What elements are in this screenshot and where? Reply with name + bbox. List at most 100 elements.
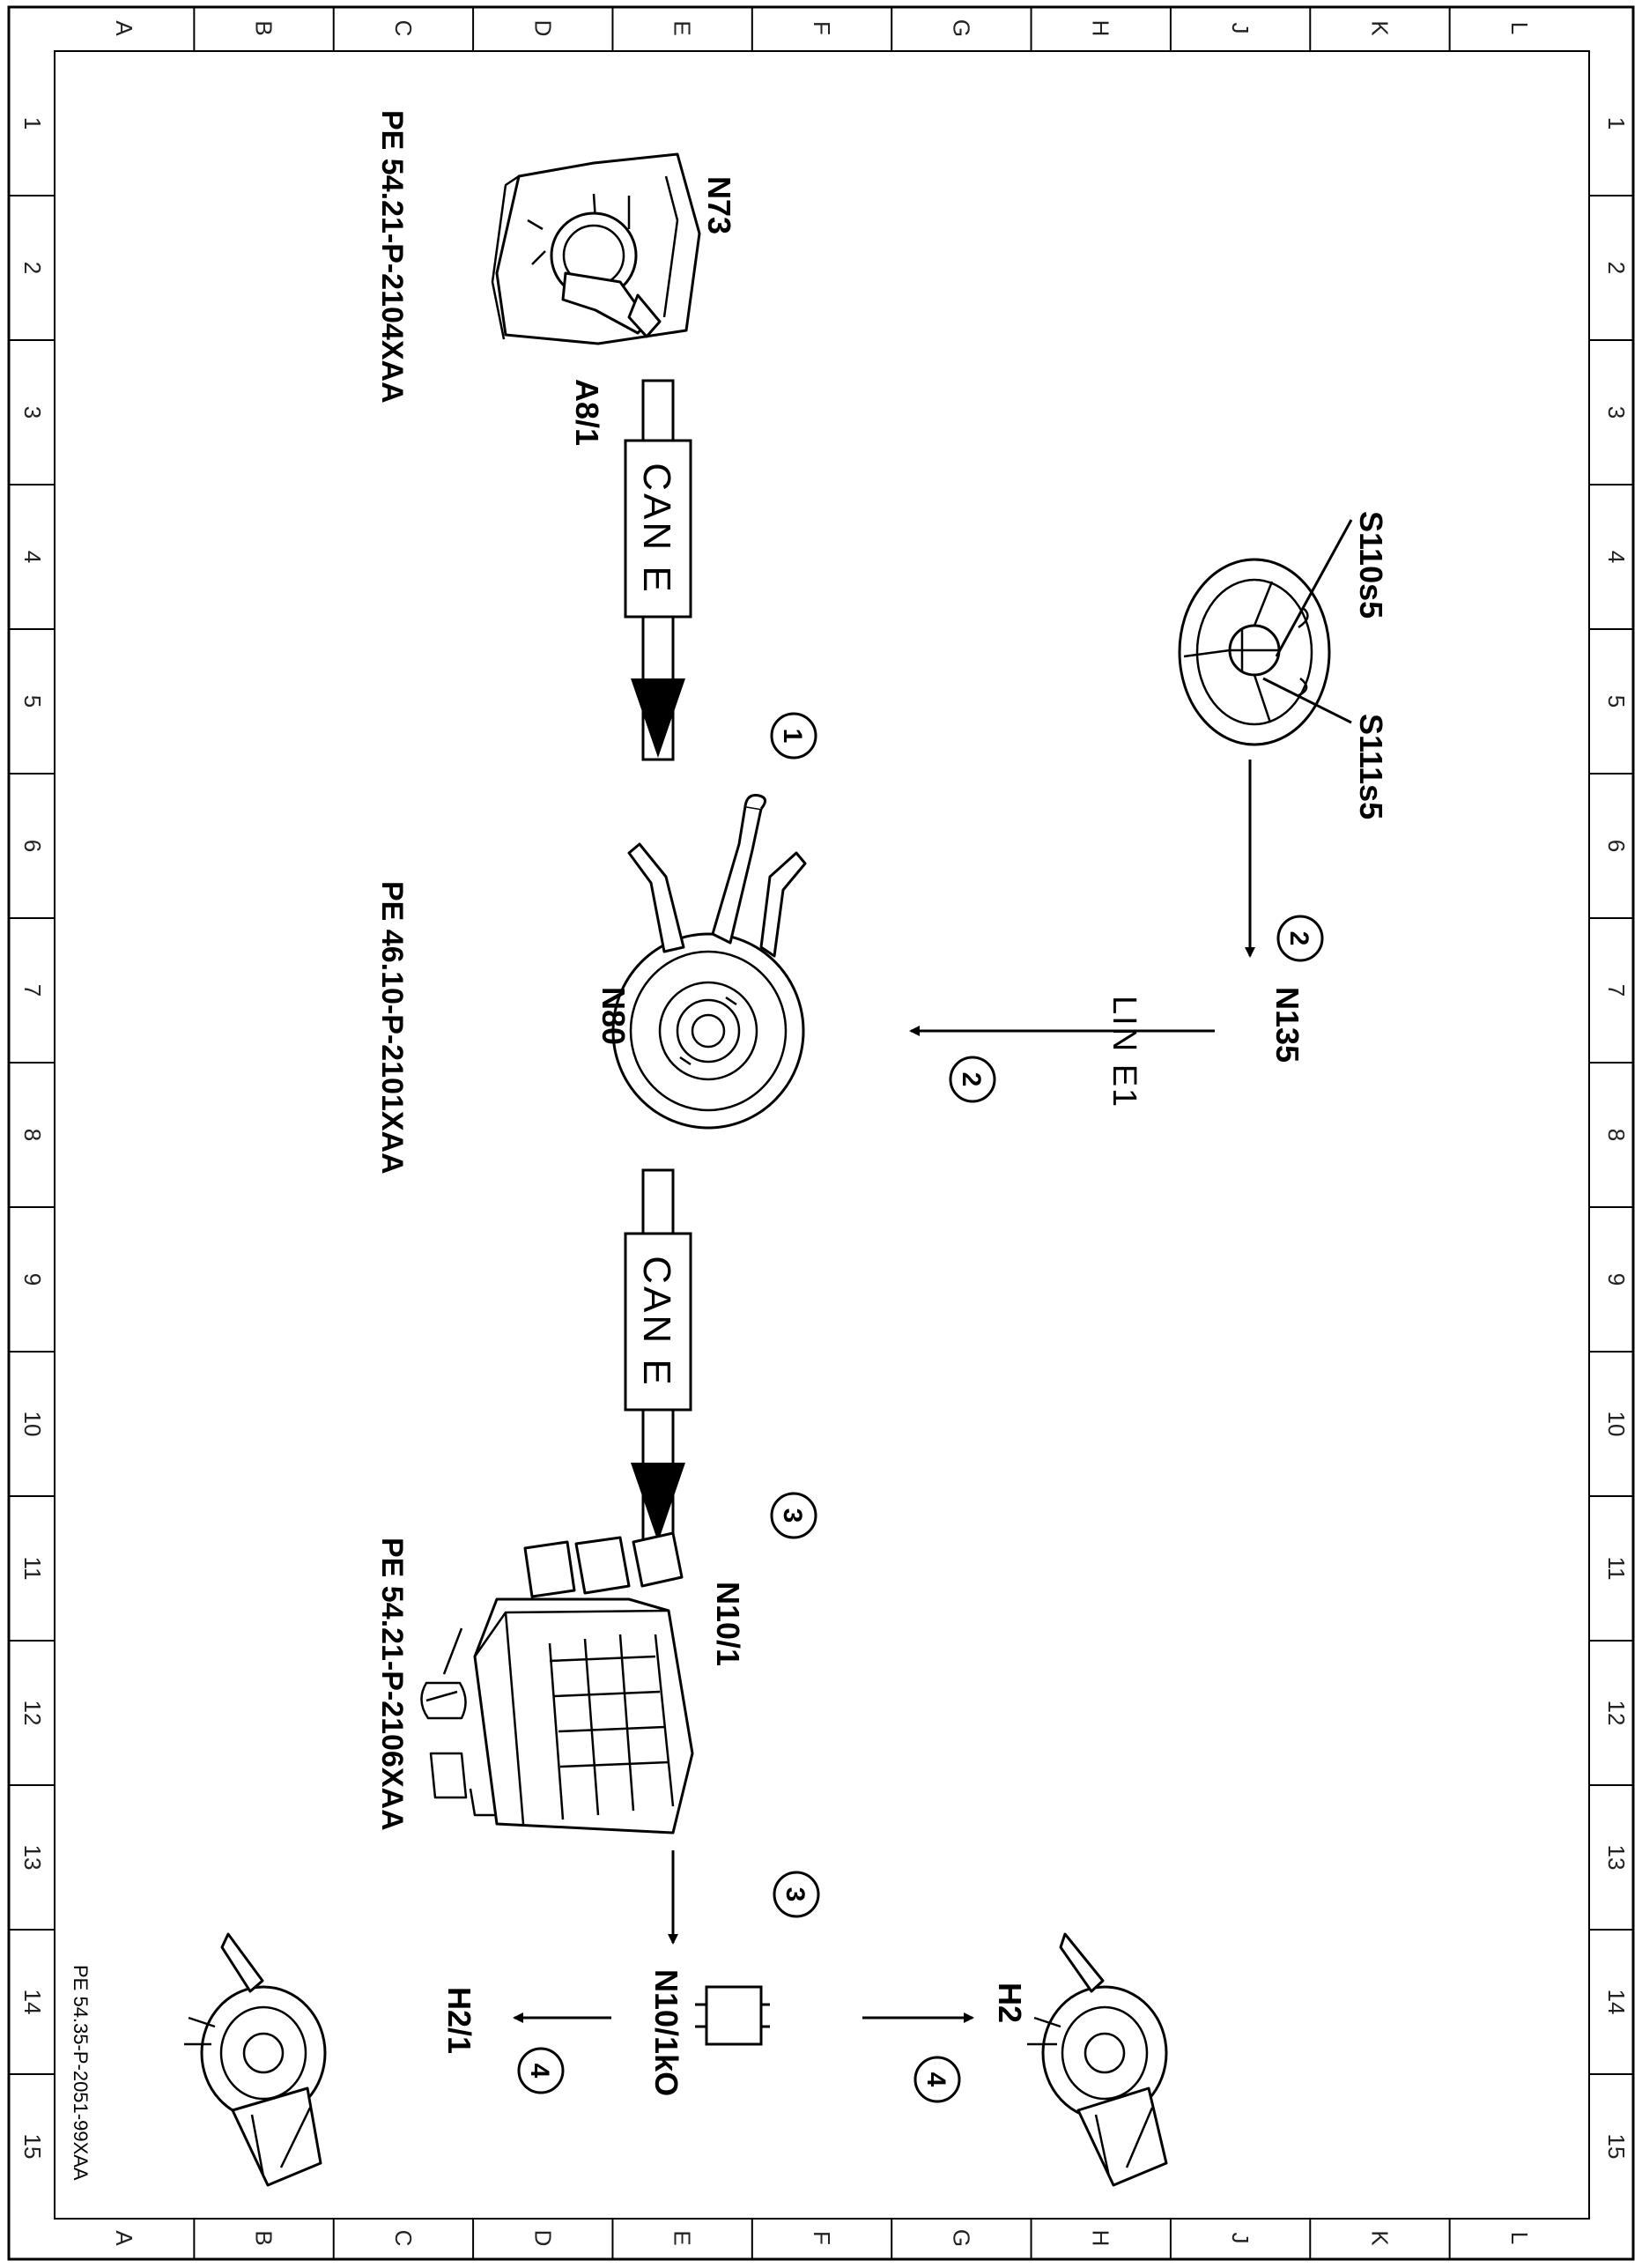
grid-row-label: 13: [19, 1845, 46, 1871]
s111s5-label: S111s5: [1353, 714, 1389, 819]
grid-column-label: H: [1088, 2230, 1114, 2247]
can-e-tag-top: [624, 439, 692, 619]
grid-row-label: 5: [19, 695, 46, 708]
grid-row-label: 3: [19, 406, 46, 419]
n10-1-label: N10/1: [710, 1582, 746, 1666]
grid-column-label: B: [251, 20, 277, 35]
step-3-badge-top: [770, 1492, 817, 1539]
n10-1-reference: PE 54.21-P-2106XAA: [375, 1538, 409, 1831]
grid-lines: [9, 7, 1633, 2259]
grid-column-label: E: [669, 2230, 696, 2245]
step-4-badge-h2: [913, 2056, 961, 2103]
can-e-label-bottom: CAN E: [635, 1256, 678, 1387]
grid-row-label: 4: [19, 551, 46, 563]
grid-row-label: 15: [1603, 2134, 1630, 2160]
inner-frame: [54, 50, 1590, 2220]
n10-1ko-label: N10/1kO: [648, 1969, 684, 2096]
grid-row-label: 12: [1603, 1701, 1630, 1726]
step-2-badge-bottom: [949, 1056, 996, 1103]
grid-row-label: 9: [1603, 1273, 1630, 1286]
grid-row-label: 1: [1603, 117, 1630, 130]
n73-label: N73: [701, 176, 737, 234]
grid-row-label: 14: [19, 1990, 46, 2015]
grid-column-label: G: [948, 2229, 974, 2247]
can-e-arrow-top: [631, 678, 685, 758]
step-4-badge-h2-1: [517, 2047, 565, 2094]
step-2-number-bottom: 2: [957, 1072, 986, 1087]
step-4-number-h2-1: 4: [525, 2064, 554, 2079]
grid-row-label: 6: [1603, 840, 1630, 852]
n10-1ko-relay-pins: [695, 2003, 770, 2028]
grid-column-label: C: [390, 20, 417, 37]
grid-column-label: F: [809, 2231, 835, 2245]
grid-row-label: 11: [1603, 1557, 1630, 1581]
grid-column-label: F: [809, 21, 835, 35]
grid-row-label: 4: [1603, 551, 1630, 563]
grid-row-label: 8: [1603, 1129, 1630, 1141]
grid-row-label: 3: [1603, 406, 1630, 419]
grid-column-label: B: [251, 2230, 277, 2245]
grid-row-label: 2: [1603, 262, 1630, 274]
grid-row-label: 1: [19, 117, 46, 130]
grid-row-label: 10: [19, 1412, 46, 1437]
grid-row-label: 7: [19, 984, 46, 997]
grid-row-label: 5: [1603, 695, 1630, 708]
steering-wheel-drawing: [1178, 558, 1331, 746]
grid-row-label: 15: [19, 2134, 46, 2160]
outer-frame: [7, 5, 1635, 2261]
s110s5-leader: [1275, 519, 1353, 657]
lin-e1-label: LIN E1: [1106, 996, 1143, 1108]
grid-labels: 1122334455667788991010111112121313141415…: [19, 19, 1630, 2247]
grid-column-label: A: [111, 20, 137, 36]
grid-column-label: A: [111, 2230, 137, 2246]
h2-1-label: H2/1: [441, 1987, 477, 2054]
grid-row-label: 6: [19, 840, 46, 852]
s110s5-label: S110s5: [1353, 511, 1389, 619]
grid-row-label: 11: [19, 1557, 46, 1581]
n80-reference: PE 46.10-P-2101XAA: [375, 881, 409, 1175]
n73-ignition-switch-drawing: [491, 152, 701, 345]
grid-row-label: 12: [19, 1701, 46, 1726]
step-1-badge: [770, 712, 817, 760]
grid-row-label: 8: [19, 1129, 46, 1141]
can-e-arrow-bottom: [631, 1463, 685, 1542]
document-id: PE 54.35-P-2051-99XAA: [70, 1965, 92, 2181]
grid-column-label: D: [529, 20, 556, 37]
h2-1-horn-drawing: [184, 1932, 327, 2187]
grid-column-label: G: [948, 19, 974, 37]
grid-column-label: J: [1227, 2233, 1254, 2244]
grid-row-label: 7: [1603, 984, 1630, 997]
grid-column-label: L: [1506, 22, 1533, 34]
grid-column-label: K: [1366, 20, 1393, 36]
can-e-tag-bottom: [624, 1232, 692, 1412]
grid-row-label: 10: [1603, 1412, 1630, 1437]
n10-1-sam-module-drawing: [420, 1531, 694, 1834]
step-2-badge-top: [1276, 915, 1324, 962]
grid-row-label: 14: [1603, 1990, 1630, 2015]
step-2-number-top: 2: [1284, 931, 1313, 946]
n135-label: N135: [1269, 987, 1305, 1063]
grid-column-label: C: [390, 2230, 417, 2247]
n10-1ko-relay: [705, 1985, 763, 2046]
grid-column-label: H: [1088, 20, 1114, 37]
grid-row-label: 9: [19, 1273, 46, 1286]
step-3-number-top: 3: [778, 1508, 807, 1523]
step-3-badge-bottom: [773, 1871, 820, 1918]
can-e-label-top: CAN E: [635, 463, 678, 594]
h2-horn-drawing: [1027, 1932, 1168, 2187]
grid-column-label: E: [669, 20, 696, 35]
grid-column-label: D: [529, 2230, 556, 2247]
grid-row-label: 2: [19, 262, 46, 274]
step-3-number-bottom: 3: [780, 1887, 810, 1902]
n80-steering-column-module-drawing: [611, 794, 807, 1130]
a8-1-label: A8/1: [569, 379, 605, 446]
n80-label: N80: [595, 987, 632, 1045]
grid-column-label: K: [1366, 2230, 1393, 2246]
grid-column-label: L: [1506, 2232, 1533, 2244]
step-4-number-h2: 4: [921, 2072, 950, 2087]
n73-reference: PE 54.21-P-2104XAA: [375, 110, 409, 404]
grid-column-label: J: [1227, 23, 1254, 34]
